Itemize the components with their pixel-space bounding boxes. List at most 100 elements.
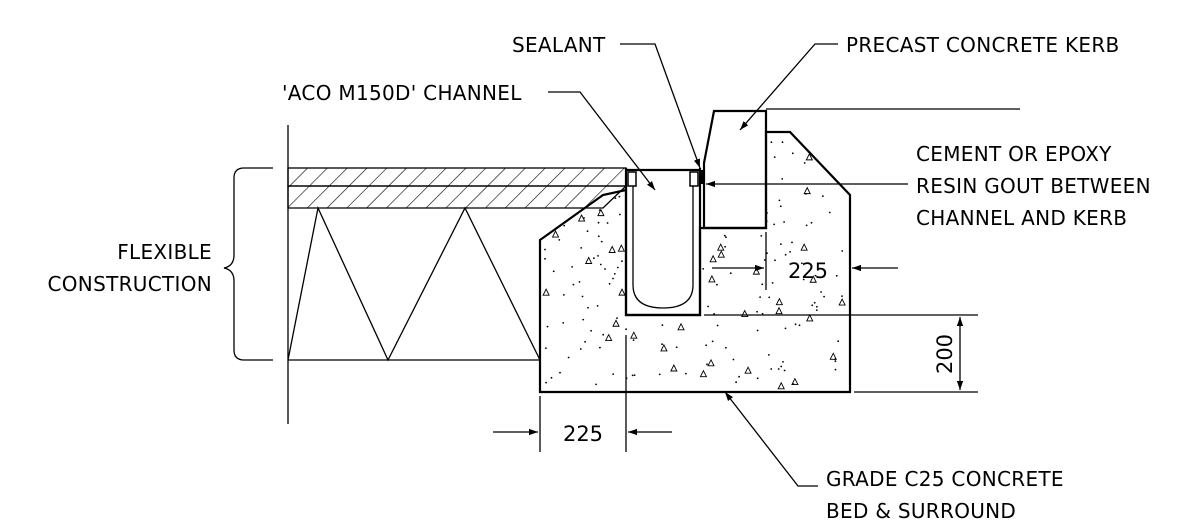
concrete-leader [724, 391, 818, 487]
channel-inner-wall [632, 186, 694, 309]
aggregate-dot [756, 310, 758, 313]
aggregate-triangle [717, 250, 725, 258]
aggregate-dot [612, 277, 614, 280]
aggregate-dot [729, 272, 732, 275]
aggregate-triangle [708, 274, 716, 283]
aggregate-dot [835, 274, 838, 277]
aggregate-dot [552, 270, 555, 273]
aggregate-dot [784, 253, 787, 256]
aggregate-dot [713, 313, 715, 315]
aggregate-dot [705, 344, 707, 347]
aggregate-triangle [584, 256, 593, 264]
aggregate-dot [633, 374, 636, 376]
aggregate-dot [761, 283, 764, 286]
flexible-label-line1: FLEXIBLE [117, 240, 212, 264]
sealant-label: SEALANT [512, 33, 606, 57]
aggregate-dot [794, 323, 797, 326]
aggregate-dot [707, 305, 709, 308]
aggregate-dot [756, 329, 759, 332]
aggregate-dot [761, 312, 764, 315]
aggregate-dot [781, 178, 784, 180]
aggregate-triangle [707, 358, 715, 367]
aggregate-triangle [717, 243, 725, 251]
aggregate-dot [759, 296, 761, 298]
kerb-leader [739, 43, 838, 131]
aggregate-dot [593, 257, 595, 260]
aggregate-triangle [612, 319, 620, 327]
aggregate-dot [780, 365, 783, 368]
aggregate-dot [783, 221, 785, 223]
binder-course-hatch [287, 185, 628, 209]
aggregate-dot [544, 257, 546, 260]
aggregate-triangle [670, 363, 678, 372]
aggregate-dot [567, 356, 570, 359]
precast-kerb-label: PRECAST CONCRETE KERB [846, 33, 1120, 57]
aggregate-triangle [630, 331, 638, 339]
aggregate-dot [572, 283, 575, 286]
aggregate-dot [837, 340, 840, 343]
aggregate-dot [661, 343, 663, 346]
aggregate-dot [619, 213, 621, 216]
aggregate-dot [820, 291, 822, 293]
aggregate-dot [768, 354, 770, 356]
aggregate-triangle [791, 377, 799, 386]
aggregate-dot [770, 141, 773, 144]
aggregate-triangle [752, 267, 761, 275]
sealant-strip [699, 170, 704, 184]
concrete-label-line2: BED & SURROUND [826, 499, 1016, 522]
aggregate-dot [598, 209, 601, 212]
aggregate-triangle [709, 254, 717, 263]
aggregate-dot [756, 377, 759, 380]
channel-left-rail [627, 171, 637, 187]
aggregate-dot [583, 217, 585, 219]
aggregate-dot [841, 295, 843, 297]
aggregate-dot [725, 236, 727, 239]
flexible-pavement [287, 125, 628, 424]
aggregate-dot [571, 266, 573, 268]
aggregate-dot [711, 340, 714, 343]
precast-kerb [702, 108, 1020, 230]
aggregate-dot [828, 211, 831, 214]
aco-channel [624, 168, 704, 317]
aggregate-dot [545, 347, 547, 349]
aggregate-dot [817, 269, 819, 271]
aggregate-dot [780, 243, 782, 246]
concrete-aggregate-speckles [542, 141, 846, 390]
aggregate-dot [813, 301, 816, 304]
aggregate-dot [725, 346, 727, 349]
aggregate-dot [612, 373, 615, 375]
aggregate-dot [816, 305, 818, 308]
grout-label-line1: CEMENT OR EPOXY [916, 142, 1112, 166]
aggregate-dot [783, 369, 786, 372]
aggregate-triangle [744, 366, 752, 374]
aggregate-dot [735, 381, 737, 384]
aggregate-dot [834, 360, 837, 363]
aggregate-dot [732, 358, 735, 361]
aggregate-dot [587, 306, 589, 309]
aggregate-dot [578, 281, 581, 283]
aggregate-dot [563, 294, 565, 296]
dimension-bottom-225: 225 [563, 422, 603, 446]
surface-course-hatch [287, 167, 627, 187]
aggregate-dot [599, 263, 602, 266]
aggregate-dot [841, 250, 844, 252]
aco-channel-label: 'ACO M150D' CHANNEL [282, 81, 522, 105]
aggregate-dot [616, 317, 618, 319]
annotations: SEALANT PRECAST CONCRETE KERB 'ACO M150D… [48, 33, 1151, 522]
aggregate-dot [716, 283, 718, 286]
aggregate-dot [545, 381, 547, 384]
aggregate-dot [586, 230, 589, 233]
aggregate-dot [613, 273, 616, 275]
aggregate-triangle [829, 352, 837, 360]
aggregate-dot [621, 260, 623, 263]
aggregate-dot [805, 224, 808, 227]
aggregate-dot [777, 368, 780, 370]
aggregate-dot [563, 224, 566, 227]
aggregate-dot [801, 262, 803, 265]
aggregate-dot [546, 325, 549, 328]
channel-outer-body [624, 168, 702, 317]
aggregate-dot [778, 199, 781, 202]
aggregate-dot [773, 223, 775, 226]
aggregate-triangle [597, 208, 605, 217]
aggregate-dot [768, 296, 771, 299]
